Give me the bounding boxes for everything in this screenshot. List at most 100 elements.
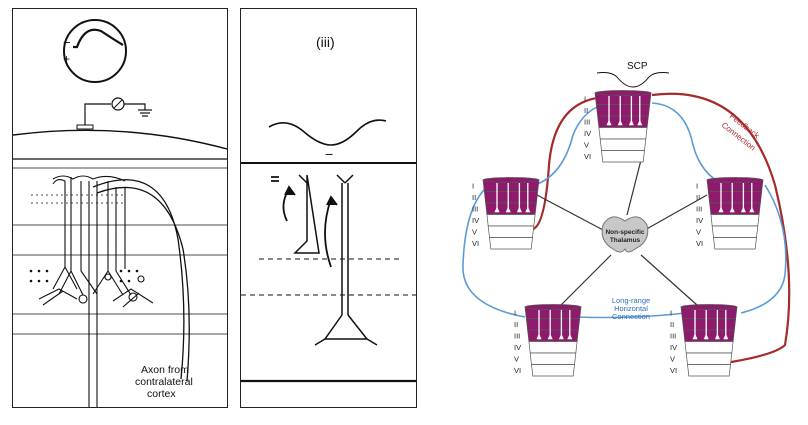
column-rim	[482, 177, 540, 183]
column-neuron-soma	[740, 206, 746, 213]
oscilloscope-minus-sign: −	[63, 35, 71, 50]
scp-trace	[596, 72, 670, 88]
layer-label-II: II	[584, 106, 588, 115]
layer-label-II: II	[670, 320, 674, 329]
layer-band-VI	[713, 237, 757, 250]
layer-band-II	[707, 191, 763, 204]
layer-band-V	[711, 225, 759, 238]
column-neuron-soma	[718, 206, 724, 213]
column-neuron-soma	[703, 333, 709, 340]
axon-label-line-1: Axon from	[141, 364, 189, 376]
layer-band-V	[599, 138, 647, 151]
layer-label-VI: VI	[514, 366, 521, 375]
column-neuron-soma	[494, 206, 500, 213]
panel-a-cortical-column: − +	[12, 8, 228, 408]
non-specific-thalamus: Non-specific Thalamus	[601, 216, 649, 253]
panel-b-drawing: (iii) −	[241, 34, 416, 383]
electrode-ground-icon	[76, 97, 152, 130]
layer-band-II	[483, 191, 539, 204]
layer-label-III: III	[472, 205, 478, 214]
pyramidal-neurons	[38, 175, 154, 407]
layer-band-V	[529, 352, 577, 365]
layer-band-VI	[601, 150, 645, 163]
column-neuron-soma	[617, 119, 623, 126]
layer-label-IV: IV	[514, 343, 521, 352]
layer-label-II: II	[696, 193, 700, 202]
horizontal-label-line-2: Horizontal	[614, 304, 648, 313]
layer-band-IV	[598, 127, 648, 140]
layer-label-V: V	[670, 355, 675, 364]
column-neuron-soma	[714, 333, 720, 340]
axon-label-line-2: contralateral	[135, 376, 193, 388]
thalamus-label-line-2: Thalamus	[610, 237, 641, 244]
cortex-surface	[12, 129, 228, 150]
oscilloscope-plus-sign: +	[63, 52, 70, 66]
neuron-small	[293, 174, 320, 254]
layer-label-VI: VI	[696, 239, 703, 248]
layer-label-I: I	[514, 309, 516, 318]
scp-label: SCP	[627, 61, 648, 72]
column-neuron-soma	[525, 206, 531, 213]
layer-band-VI	[687, 364, 731, 377]
layer-label-VI: VI	[670, 366, 677, 375]
negative-potential-trace	[268, 119, 387, 146]
layer-band-V	[487, 225, 535, 238]
neuron-large	[314, 174, 378, 346]
layer-label-I: I	[696, 182, 698, 191]
column-rim	[706, 177, 764, 183]
layer-band-II	[525, 318, 581, 331]
column-neuron-soma	[637, 119, 643, 126]
layer-label-II: II	[514, 320, 518, 329]
layer-label-I: I	[584, 95, 586, 104]
thalamic-projections	[536, 159, 708, 312]
column-neuron-soma	[723, 333, 729, 340]
afferent-arrows	[271, 176, 338, 268]
column-neuron-soma	[558, 333, 564, 340]
layer-label-IV: IV	[670, 343, 677, 352]
column-neuron-soma	[606, 119, 612, 126]
axon-label-line-3: cortex	[147, 388, 176, 400]
thalamus-label-line-1: Non-specific	[605, 229, 644, 236]
layer-band-V	[685, 352, 733, 365]
column-neuron-soma	[628, 119, 634, 126]
negative-sign: −	[325, 146, 333, 162]
layer-label-V: V	[472, 228, 477, 237]
layer-label-III: III	[584, 118, 590, 127]
panel-c-cortical-network: SCP − Non-specific Thalamus Feedback Con…	[445, 55, 800, 385]
layer-band-VI	[531, 364, 575, 377]
column-neuron-soma	[547, 333, 553, 340]
column-neuron-soma	[692, 333, 698, 340]
layer-band-II	[595, 104, 651, 117]
layer-band-IV	[710, 214, 760, 227]
layer-label-V: V	[696, 228, 701, 237]
layer-band-IV	[528, 341, 578, 354]
cell-dots	[29, 269, 139, 283]
layer-label-IV: IV	[472, 216, 479, 225]
cortical-columns: IIIIIIIVVVIIIIIIIIVVVIIIIIIIIVVVIIIIIIII…	[472, 90, 764, 377]
layer-label-V: V	[584, 141, 589, 150]
layer-label-V: V	[514, 355, 519, 364]
horizontal-label-line-3: Connection	[612, 312, 650, 321]
layer-band-VI	[489, 237, 533, 250]
layer-label-III: III	[696, 205, 702, 214]
horizontal-label-line-1: Long-range	[612, 296, 650, 305]
oscilloscope-icon: − +	[63, 19, 127, 83]
layer-band-IV	[684, 341, 734, 354]
layer-label-IV: IV	[584, 129, 591, 138]
layer-label-I: I	[472, 182, 474, 191]
column-rim	[594, 90, 652, 96]
panel-b-title: (iii)	[316, 34, 335, 50]
panel-a-drawing: − +	[12, 19, 228, 407]
column-neuron-soma	[516, 206, 522, 213]
layer-label-IV: IV	[696, 216, 703, 225]
contralateral-axon	[92, 179, 185, 380]
column-neuron-soma	[749, 206, 755, 213]
panel-b-surface-potential: (iii) −	[240, 8, 417, 408]
layer-label-VI: VI	[472, 239, 479, 248]
layer-label-II: II	[472, 193, 476, 202]
